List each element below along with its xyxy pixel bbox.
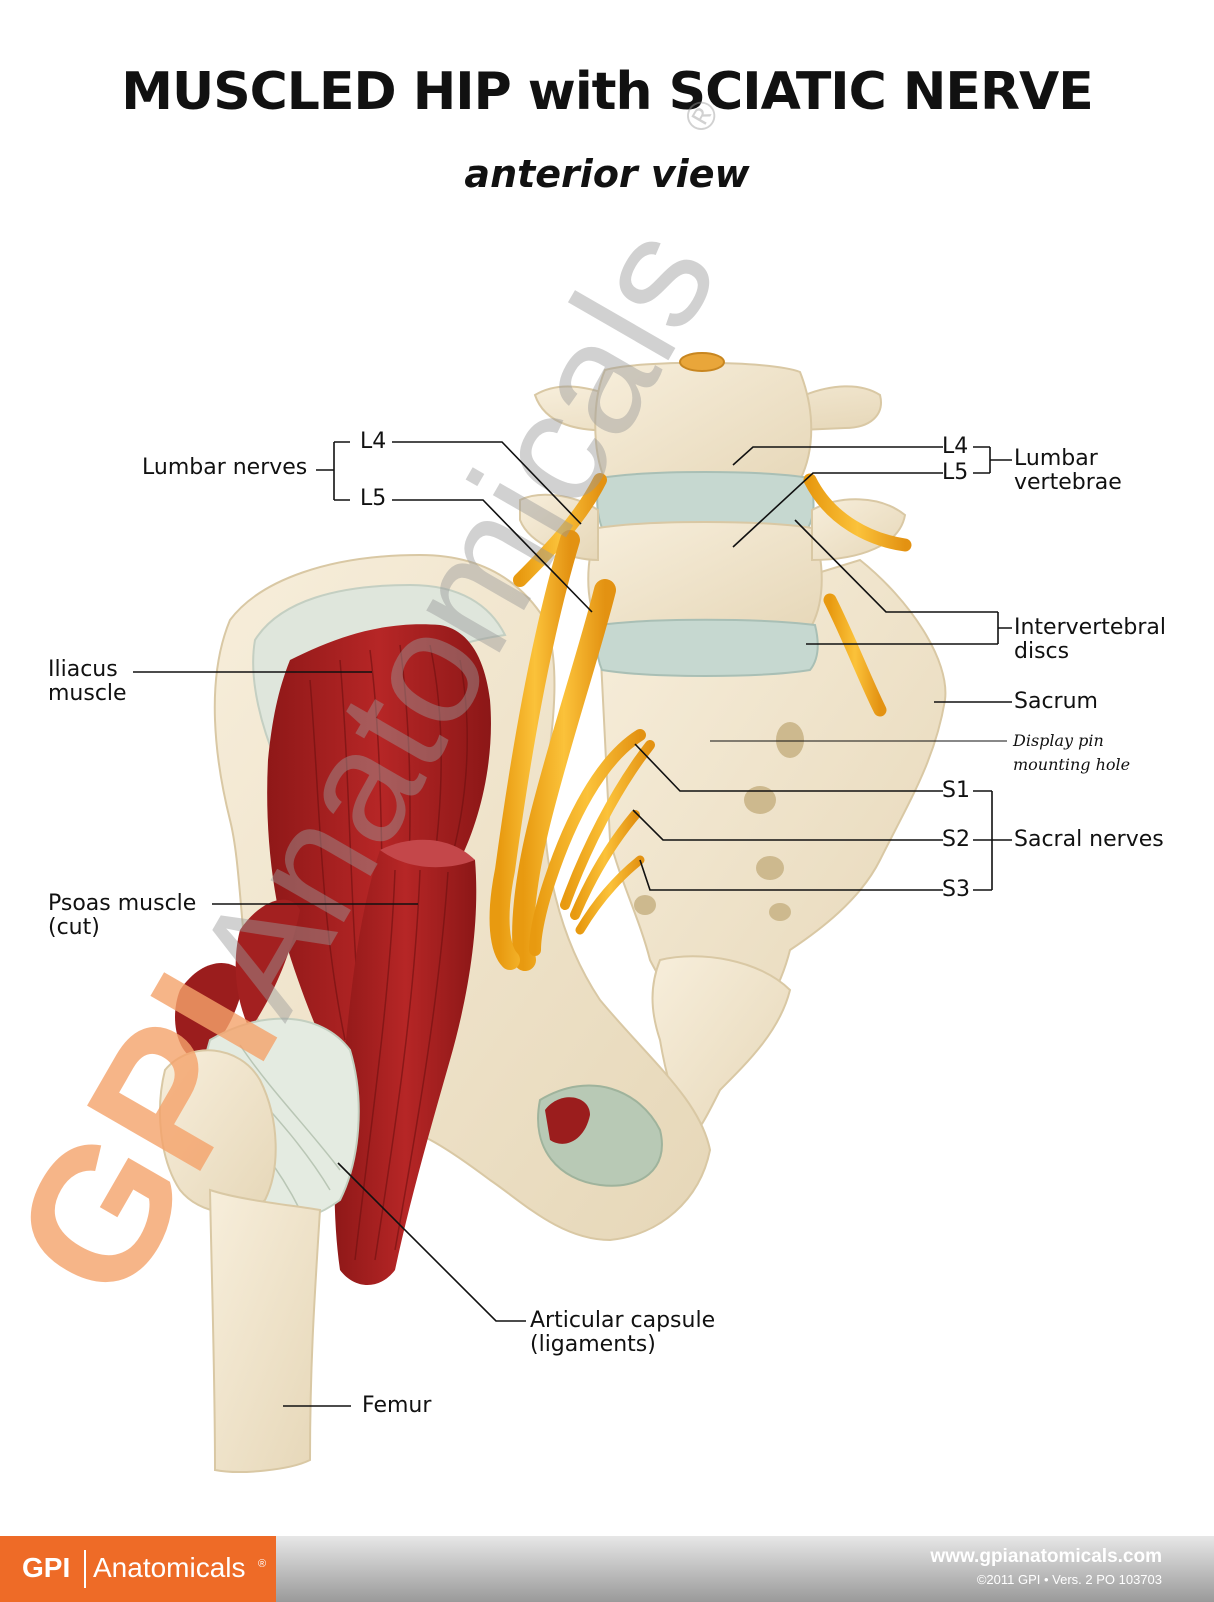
sacral-foramen: [776, 722, 804, 758]
lumbar-vertebrae-bracket: [973, 446, 1012, 474]
footer-brand-logo: GPI Anatomicals ®: [0, 1536, 276, 1602]
label-display-pin-2: mounting hole: [1013, 755, 1131, 774]
label-display-pin-1: Display pin: [1013, 731, 1104, 750]
lumbar-nerve-l5-path: [512, 579, 887, 971]
leader-nerve-l4: [392, 441, 582, 525]
leader-vert-l5: [732, 472, 943, 548]
leader-s1: [634, 743, 943, 792]
discs-bracket: [997, 612, 1012, 644]
leader-s2: [632, 809, 943, 841]
footer-brand-registered: ®: [258, 1558, 267, 1570]
label-nerve-l5: L5: [360, 486, 387, 511]
page-title: MUSCLED HIP with SCIATIC NERVE: [121, 62, 1094, 122]
label-intervertebral-2: discs: [1014, 639, 1070, 664]
sacral-foramen: [756, 856, 784, 880]
footer-url-link[interactable]: www.gpianatomicals.com: [930, 1546, 1162, 1567]
label-s2: S2: [942, 827, 970, 852]
label-capsule-1: Articular capsule: [530, 1308, 716, 1333]
leader-nerve-l5: [392, 499, 593, 613]
leader-capsule: [337, 1162, 526, 1322]
footer-brand-anatomicals: Anatomicals: [93, 1552, 246, 1583]
sacral-foramen: [744, 786, 776, 814]
leader-vert-l4: [732, 446, 943, 466]
footer-brand-gpi: GPI: [22, 1552, 71, 1583]
femur-shaft: [208, 1188, 322, 1473]
footer-brand-separator: [84, 1550, 86, 1588]
label-capsule-2: (ligaments): [530, 1332, 656, 1357]
sacrum-bone: [598, 558, 947, 1062]
coccyx-bone: [651, 955, 792, 1142]
leader-disc-upper: [794, 519, 998, 613]
label-psoas-2: (cut): [48, 915, 100, 940]
label-femur: Femur: [362, 1393, 432, 1418]
iliacus-muscle-shape: [267, 624, 491, 1080]
label-s1: S1: [942, 778, 970, 803]
page-subtitle: anterior view: [464, 152, 750, 196]
lumbar-nerves-bracket: [316, 441, 350, 501]
label-nerve-l4: L4: [360, 429, 387, 454]
spinal-canal: [679, 352, 725, 372]
label-lumbar-nerves: Lumbar nerves: [142, 455, 308, 480]
footer-copyright: ©2011 GPI • Vers. 2 PO 103703: [976, 1572, 1162, 1587]
label-lumbar-vertebrae-1: Lumbar: [1014, 446, 1098, 471]
sciatic-nerve-bundle: [489, 530, 655, 970]
femur-head: [159, 1049, 277, 1214]
leader-s3: [639, 859, 943, 891]
label-lumbar-vertebrae-2: vertebrae: [1014, 470, 1122, 495]
sacral-foramen: [769, 903, 791, 921]
cut-muscle-strap: [235, 899, 300, 1030]
cut-muscle-left: [175, 963, 245, 1060]
label-sacrum: Sacrum: [1014, 689, 1098, 714]
label-iliacus-2: muscle: [48, 681, 127, 706]
label-s3: S3: [942, 877, 970, 902]
sacral-foramen: [634, 895, 656, 915]
sacral-bracket: [973, 790, 1012, 891]
label-psoas-1: Psoas muscle: [48, 891, 197, 916]
intervertebral-disc-lower: [596, 618, 819, 677]
label-vert-l4: L4: [942, 434, 969, 459]
label-sacral-nerves: Sacral nerves: [1014, 827, 1164, 852]
label-intervertebral-1: Intervertebral: [1014, 615, 1167, 640]
label-vert-l5: L5: [942, 460, 969, 485]
psoas-cut-surface: [380, 839, 475, 868]
footer-bar: GPI Anatomicals ® www.gpianatomicals.com…: [0, 1536, 1214, 1602]
label-iliacus-1: Iliacus: [48, 657, 118, 682]
obturator-muscle: [545, 1097, 590, 1144]
